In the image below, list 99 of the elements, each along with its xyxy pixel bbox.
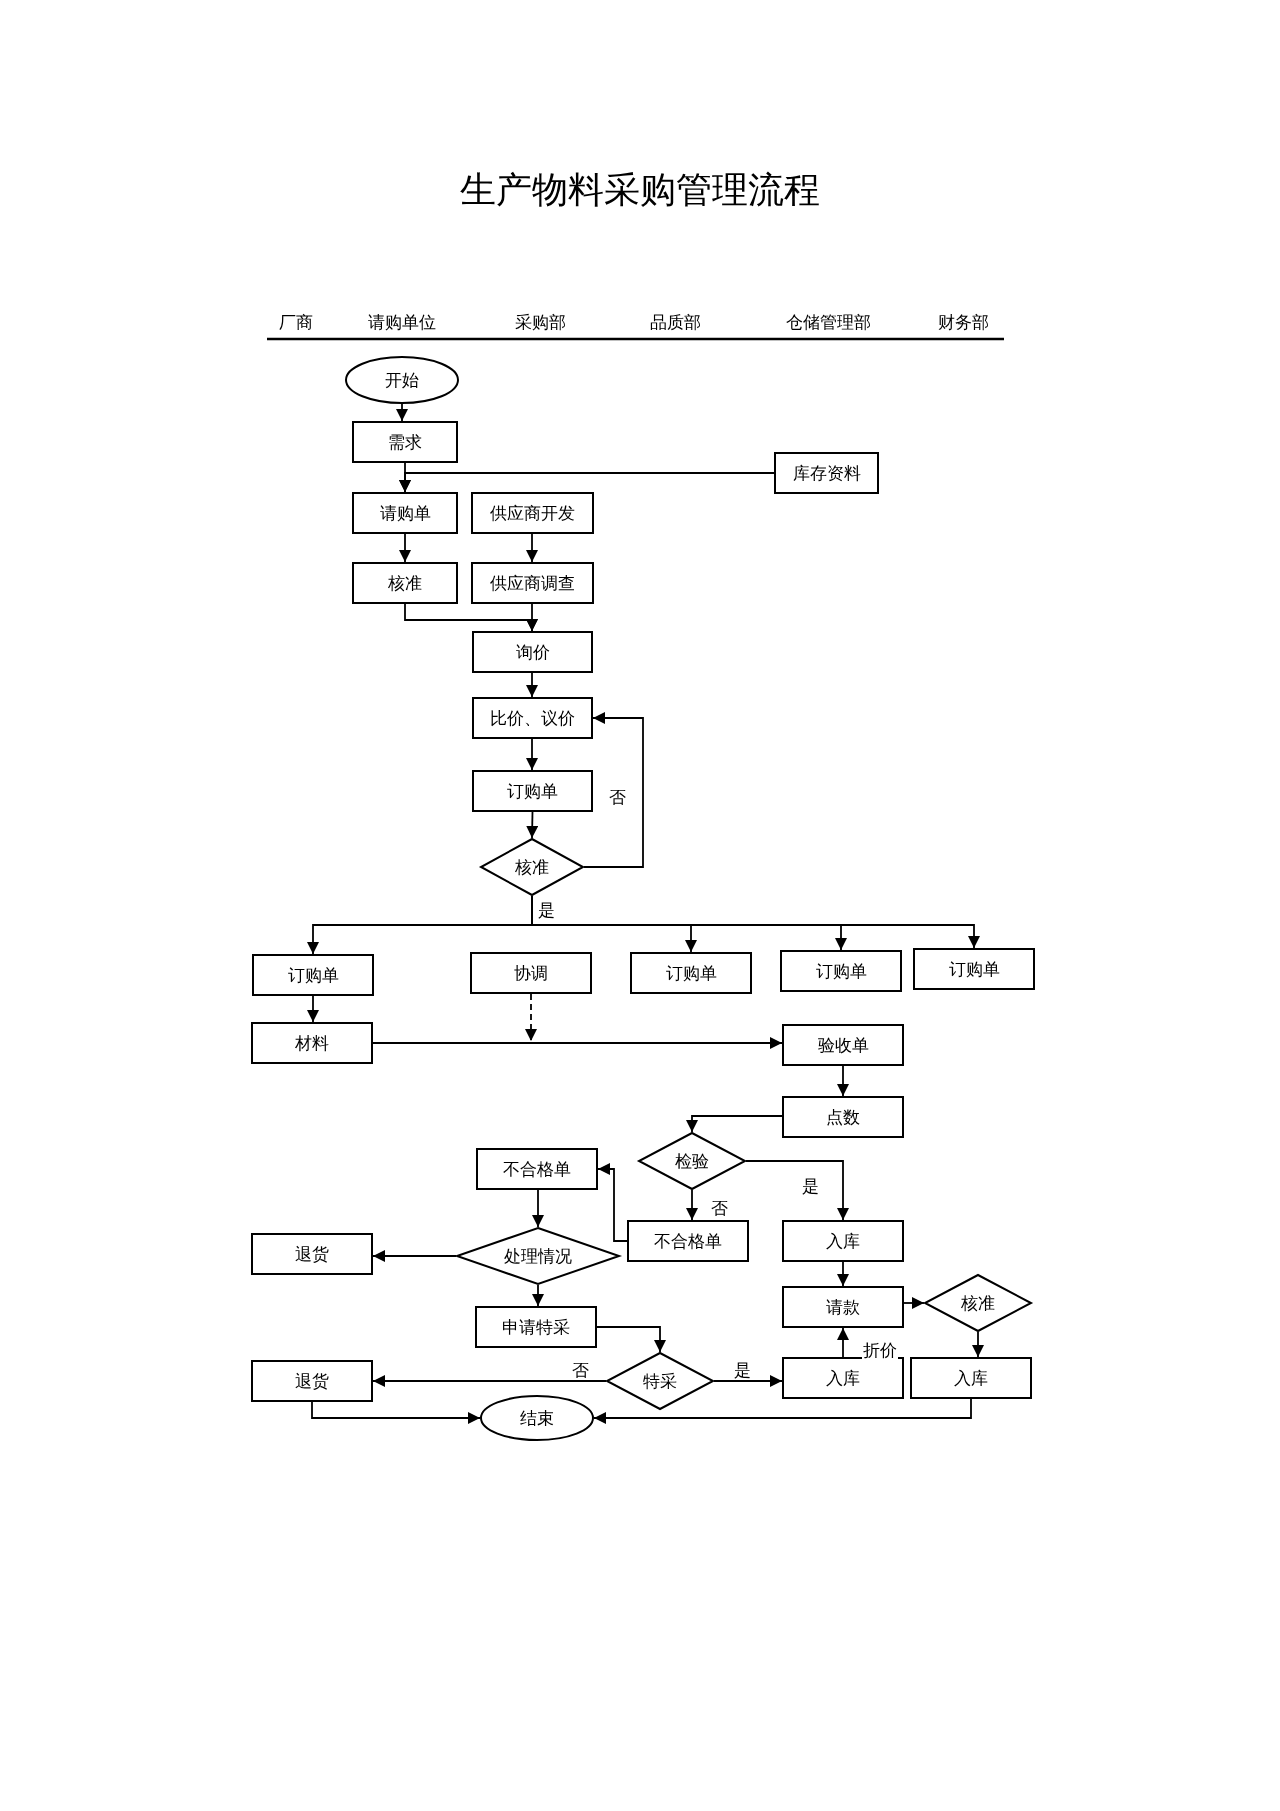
process-box	[251, 1360, 373, 1402]
node-label: 比价、议价	[490, 707, 575, 729]
arrow	[526, 603, 538, 632]
arrow	[372, 1250, 457, 1262]
process-box	[352, 492, 458, 534]
node-label: 结束	[520, 1407, 554, 1429]
node-label: 核准	[388, 572, 422, 594]
node-label: 处理情况	[504, 1245, 572, 1267]
edge-label: 是	[732, 1359, 752, 1381]
process-box	[782, 1096, 904, 1138]
process-box	[782, 1220, 904, 1262]
arrow	[903, 1297, 925, 1309]
edge-label: 是	[536, 899, 556, 921]
arrow	[686, 1189, 698, 1221]
arrow	[396, 403, 408, 422]
process-box	[774, 452, 879, 494]
node-label: 退货	[295, 1370, 329, 1392]
process-box	[251, 1022, 373, 1064]
node-label: 入库	[826, 1230, 860, 1252]
process-box	[470, 952, 592, 994]
node-label: 订购单	[507, 780, 558, 802]
node-label: 订购单	[287, 964, 339, 986]
node-label: 材料	[295, 1032, 329, 1054]
process-box	[471, 492, 594, 534]
process-box	[471, 562, 594, 604]
node-label: 询价	[515, 641, 550, 663]
process-box	[913, 948, 1035, 990]
arrow	[526, 811, 539, 839]
arrow	[583, 712, 644, 868]
arrow	[526, 672, 538, 698]
arrow	[526, 738, 538, 771]
node-label: 供应商开发	[490, 502, 575, 524]
process-box	[352, 562, 458, 604]
process-box	[352, 421, 458, 463]
process-box	[251, 1233, 373, 1275]
edge-label: 是	[800, 1175, 820, 1197]
arrow	[713, 1375, 783, 1387]
arrow	[399, 533, 411, 563]
arrow	[837, 1065, 849, 1097]
node-label: 需求	[388, 431, 422, 453]
node-label: 特采	[643, 1370, 677, 1392]
arrow	[399, 462, 411, 493]
arrow	[972, 1331, 984, 1358]
process-box	[630, 952, 752, 994]
arrow	[745, 1160, 849, 1221]
edge-label: 折价	[862, 1339, 898, 1361]
node-label: 不合格单	[654, 1230, 722, 1252]
node-label: 协调	[514, 962, 548, 984]
node-label: 核准	[515, 856, 549, 878]
arrow	[597, 1163, 628, 1242]
arrow	[372, 1037, 783, 1049]
arrow	[532, 1284, 544, 1307]
process-box	[472, 770, 593, 812]
node-label: 入库	[826, 1367, 860, 1389]
arrow	[837, 1327, 849, 1358]
arrow	[525, 993, 537, 1042]
node-label: 库存资料	[792, 462, 861, 484]
arrow	[311, 1401, 481, 1424]
node-label: 订购单	[815, 960, 867, 982]
column-header: 仓储管理部	[785, 311, 871, 333]
process-box	[472, 631, 593, 673]
column-header: 采购部	[514, 311, 566, 333]
node-label: 核准	[961, 1292, 995, 1314]
diagram-title: 生产物料采购管理流程	[460, 168, 820, 212]
process-box	[252, 954, 374, 996]
node-label: 请款	[826, 1296, 860, 1318]
node-label: 验收单	[817, 1034, 869, 1056]
node-label: 退货	[295, 1243, 329, 1265]
process-box	[782, 1286, 904, 1328]
process-box	[475, 1306, 597, 1348]
process-box	[782, 1024, 904, 1066]
node-label: 检验	[675, 1150, 709, 1172]
column-header: 请购单位	[368, 311, 436, 333]
arrow	[372, 1375, 607, 1387]
process-box	[780, 950, 902, 992]
process-box	[476, 1148, 598, 1190]
column-header: 财务部	[937, 311, 989, 333]
arrow	[593, 1398, 972, 1424]
node-label: 供应商调查	[490, 572, 575, 594]
process-box	[782, 1357, 904, 1399]
arrow	[837, 1261, 849, 1287]
arrow	[532, 1189, 544, 1228]
arrow	[526, 533, 538, 563]
node-label: 点数	[826, 1106, 860, 1128]
process-box	[472, 697, 593, 739]
node-label: 订购单	[948, 958, 1000, 980]
node-label: 开始	[385, 369, 419, 391]
node-label: 申请特采	[502, 1316, 570, 1338]
node-label: 请购单	[379, 502, 431, 524]
arrow	[596, 1326, 666, 1353]
arrow	[686, 1115, 783, 1133]
arrow	[307, 995, 319, 1023]
process-box	[627, 1220, 749, 1262]
node-label: 订购单	[665, 962, 717, 984]
column-header: 品质部	[649, 311, 701, 333]
node-label: 不合格单	[503, 1158, 571, 1180]
node-label: 入库	[954, 1367, 988, 1389]
column-header: 厂商	[279, 311, 313, 333]
process-box	[910, 1357, 1032, 1399]
